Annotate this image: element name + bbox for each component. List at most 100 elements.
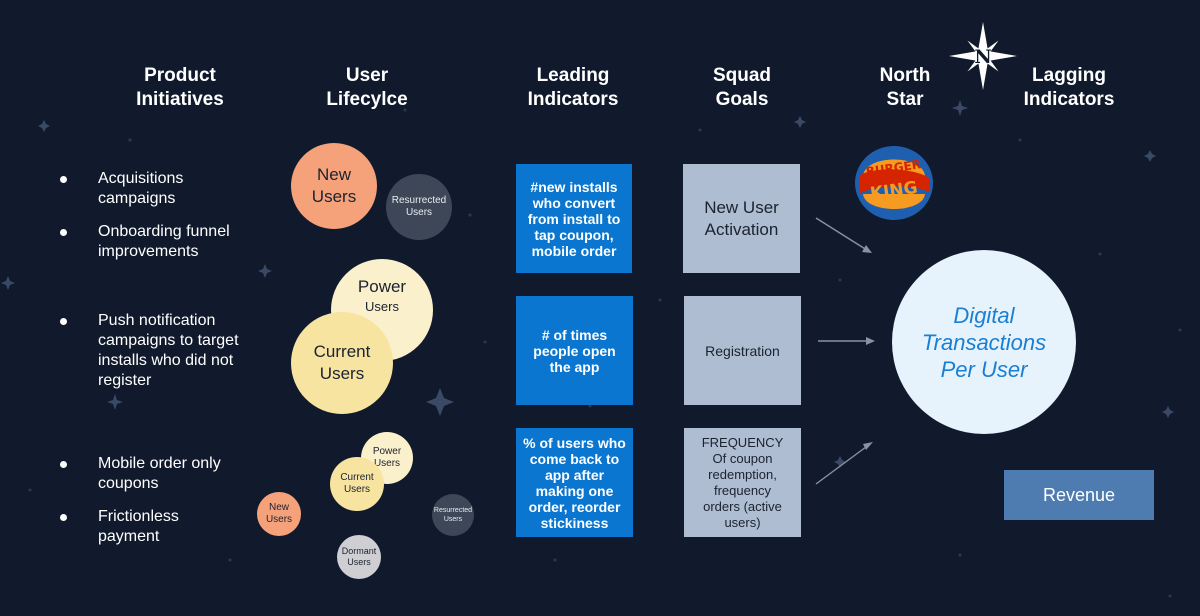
new-users-circle: New Users — [291, 143, 377, 229]
revenue-label: Revenue — [1042, 484, 1116, 505]
circle-label: Current — [313, 342, 371, 361]
circle-label: Dormant — [341, 546, 377, 556]
header-lagging-indicators: Lagging Indicators — [989, 64, 1149, 112]
box-line: # of times — [541, 326, 608, 343]
initiative-line: installs who did not — [98, 352, 234, 369]
initiative-line: register — [98, 372, 152, 389]
initiative-line: coupons — [98, 475, 159, 492]
header-line: North — [879, 65, 931, 86]
initiative-line: Acquisitions — [98, 170, 184, 187]
initiative-line: payment — [98, 528, 160, 545]
box-line: orders (active — [703, 498, 782, 514]
box-line: #new installs — [530, 178, 618, 195]
box-line: Registration — [705, 342, 780, 359]
header-user-lifecycle: User Lifecylce — [287, 64, 447, 112]
box-line: from install to — [527, 210, 621, 227]
box-line: app after — [544, 466, 605, 483]
box-line: order, reorder — [528, 498, 621, 515]
bullet-dot — [60, 461, 67, 468]
metric-line: Per User — [940, 356, 1028, 382]
circle-label: Resurrected — [433, 507, 473, 514]
circle-label: Users — [319, 364, 365, 383]
initiative-item: Mobile order only coupons — [60, 454, 221, 494]
initiative-line: campaigns to target — [98, 332, 239, 349]
header-product-initiatives: Product Initiatives — [100, 64, 260, 112]
circle-label: Users — [405, 207, 433, 218]
box-line: making one — [535, 482, 614, 499]
arrow-icon — [815, 442, 873, 485]
new-users-small-circle: New Users — [257, 492, 301, 536]
header-line: Indicators — [1023, 89, 1115, 110]
circle-label: Users — [311, 187, 357, 206]
metric-line: Transactions — [921, 329, 1047, 355]
header-line: Lagging — [1032, 65, 1106, 86]
bullet-dot — [60, 229, 67, 236]
header-leading-indicators: Leading Indicators — [493, 64, 653, 112]
circle-label: Users — [347, 557, 371, 567]
resurrected-users-circle: Resurrected Users — [386, 174, 452, 240]
circle-label: Users — [265, 514, 293, 525]
bullet-dot — [60, 318, 67, 325]
initiative-item: Onboarding funnel improvements — [60, 222, 230, 262]
box-line: FREQUENCY — [701, 434, 784, 450]
metric-line: Digital — [953, 302, 1015, 328]
header-line: Indicators — [527, 89, 619, 110]
box-line: Activation — [704, 219, 779, 239]
circle-label: Current — [340, 472, 374, 483]
bullet-dot — [60, 176, 67, 183]
current-users-small-circle: Current Users — [330, 457, 384, 511]
compass-letter: N — [974, 46, 991, 68]
header-line: Leading — [536, 65, 610, 86]
header-line: Goals — [715, 89, 769, 110]
initiative-item: Acquisitions campaigns — [60, 169, 184, 209]
circle-label: New — [268, 502, 289, 513]
bullet-dot — [60, 514, 67, 521]
header-line: Star — [886, 89, 924, 110]
box-line: stickiness — [540, 514, 609, 531]
header-squad-goals: Squad Goals — [662, 64, 822, 112]
box-line: New User — [704, 197, 779, 217]
squad-goal-box: New User Activation — [683, 164, 800, 273]
arrow-icon — [815, 217, 872, 253]
header-line: Initiatives — [136, 89, 224, 110]
initiative-line: campaigns — [98, 190, 176, 207]
header-line: Squad — [712, 65, 772, 86]
squad-goal-box: Registration — [684, 296, 801, 405]
box-line: users) — [724, 514, 761, 530]
header-line: User — [345, 65, 389, 86]
box-line: tap coupon, — [534, 226, 614, 243]
arrow-icon — [818, 337, 875, 345]
header-north-star: North Star — [825, 64, 985, 112]
initiative-item: Frictionless payment — [60, 507, 179, 547]
initiative-item: Push notification campaigns to target in… — [60, 311, 239, 391]
compass-icon: N — [949, 22, 1017, 90]
box-line: frequency — [713, 482, 772, 498]
initiative-line: improvements — [98, 243, 199, 260]
box-line: % of users who — [523, 434, 626, 451]
header-line: Product — [144, 65, 216, 86]
initiative-line: Frictionless — [98, 508, 179, 525]
box-line: mobile order — [531, 242, 617, 259]
squad-goal-box: FREQUENCY Of coupon redemption, frequenc… — [684, 428, 801, 537]
leading-indicator-box: #new installs who convert from install t… — [516, 164, 632, 273]
leading-indicator-box: % of users who come back to app after ma… — [516, 428, 633, 537]
current-users-circle: Current Users — [291, 312, 393, 414]
initiative-line: Push notification — [98, 312, 216, 329]
circle-label: Power — [372, 446, 402, 457]
resurrected-users-small-circle: Resurrected Users — [432, 494, 474, 536]
initiative-line: Mobile order only — [98, 455, 221, 472]
circle-label: Users — [443, 516, 463, 523]
circle-label: Users — [373, 458, 401, 469]
box-line: Of coupon — [712, 450, 773, 466]
north-star-metric-circle: Digital Transactions Per User — [892, 250, 1076, 434]
circle-label: Users — [343, 484, 371, 495]
circle-label: New — [316, 165, 351, 184]
box-line: people open — [533, 342, 616, 359]
burger-king-logo: BURGER KING — [855, 146, 933, 220]
revenue-box: Revenue — [1004, 470, 1154, 520]
circle-label: Power — [357, 277, 407, 296]
header-line: Lifecylce — [326, 89, 408, 110]
circle-label: Resurrected — [391, 195, 447, 206]
